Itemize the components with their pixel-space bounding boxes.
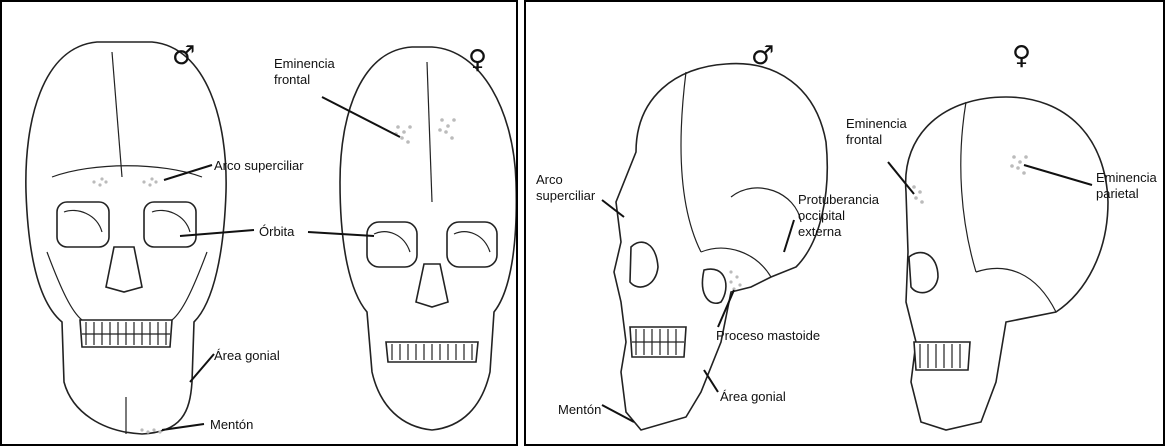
female-symbol: ♀ bbox=[468, 45, 487, 75]
frontal-view-panel: ♂ ♀ Eminencia frontal Arco superciliar Ó… bbox=[0, 0, 518, 446]
label-frontal-eminence-side-line2: frontal bbox=[846, 132, 882, 147]
male-skull-side bbox=[614, 64, 827, 430]
label-parietal-eminence-line2: parietal bbox=[1096, 186, 1139, 201]
label-parietal-eminence-line1: Eminencia bbox=[1096, 170, 1157, 185]
lateral-view-diagram: ♂ ♀ Arco superciliar Protuberancia occip… bbox=[526, 2, 1163, 444]
label-brow-ridge-side-line1: Arco bbox=[536, 172, 563, 187]
label-occipital-line3: externa bbox=[798, 224, 842, 239]
label-frontal-eminence-side-line1: Eminencia bbox=[846, 116, 907, 131]
female-skull-front bbox=[340, 47, 516, 430]
label-chin-side: Mentón bbox=[558, 402, 601, 417]
gonial-area-leader bbox=[190, 354, 214, 382]
label-orbit: Órbita bbox=[259, 224, 295, 239]
label-gonial-area-side: Área gonial bbox=[720, 389, 786, 404]
label-brow-ridge: Arco superciliar bbox=[214, 158, 304, 173]
label-mastoid-process: Proceso mastoide bbox=[716, 328, 820, 343]
male-symbol-side: ♂ bbox=[751, 41, 774, 71]
label-frontal-eminence-line1: Eminencia bbox=[274, 56, 335, 71]
label-occipital-line1: Protuberancia bbox=[798, 192, 880, 207]
lateral-view-panel: ♂ ♀ Arco superciliar Protuberancia occip… bbox=[524, 0, 1165, 446]
label-occipital-line2: occipital bbox=[798, 208, 845, 223]
female-skull-side bbox=[906, 97, 1108, 430]
label-gonial-area: Área gonial bbox=[214, 348, 280, 363]
male-symbol: ♂ bbox=[172, 41, 195, 71]
frontal-view-diagram: ♂ ♀ Eminencia frontal Arco superciliar Ó… bbox=[2, 2, 516, 444]
label-brow-ridge-side-line2: superciliar bbox=[536, 188, 596, 203]
label-frontal-eminence-line2: frontal bbox=[274, 72, 310, 87]
label-chin: Mentón bbox=[210, 417, 253, 432]
female-symbol-side: ♀ bbox=[1012, 41, 1031, 71]
